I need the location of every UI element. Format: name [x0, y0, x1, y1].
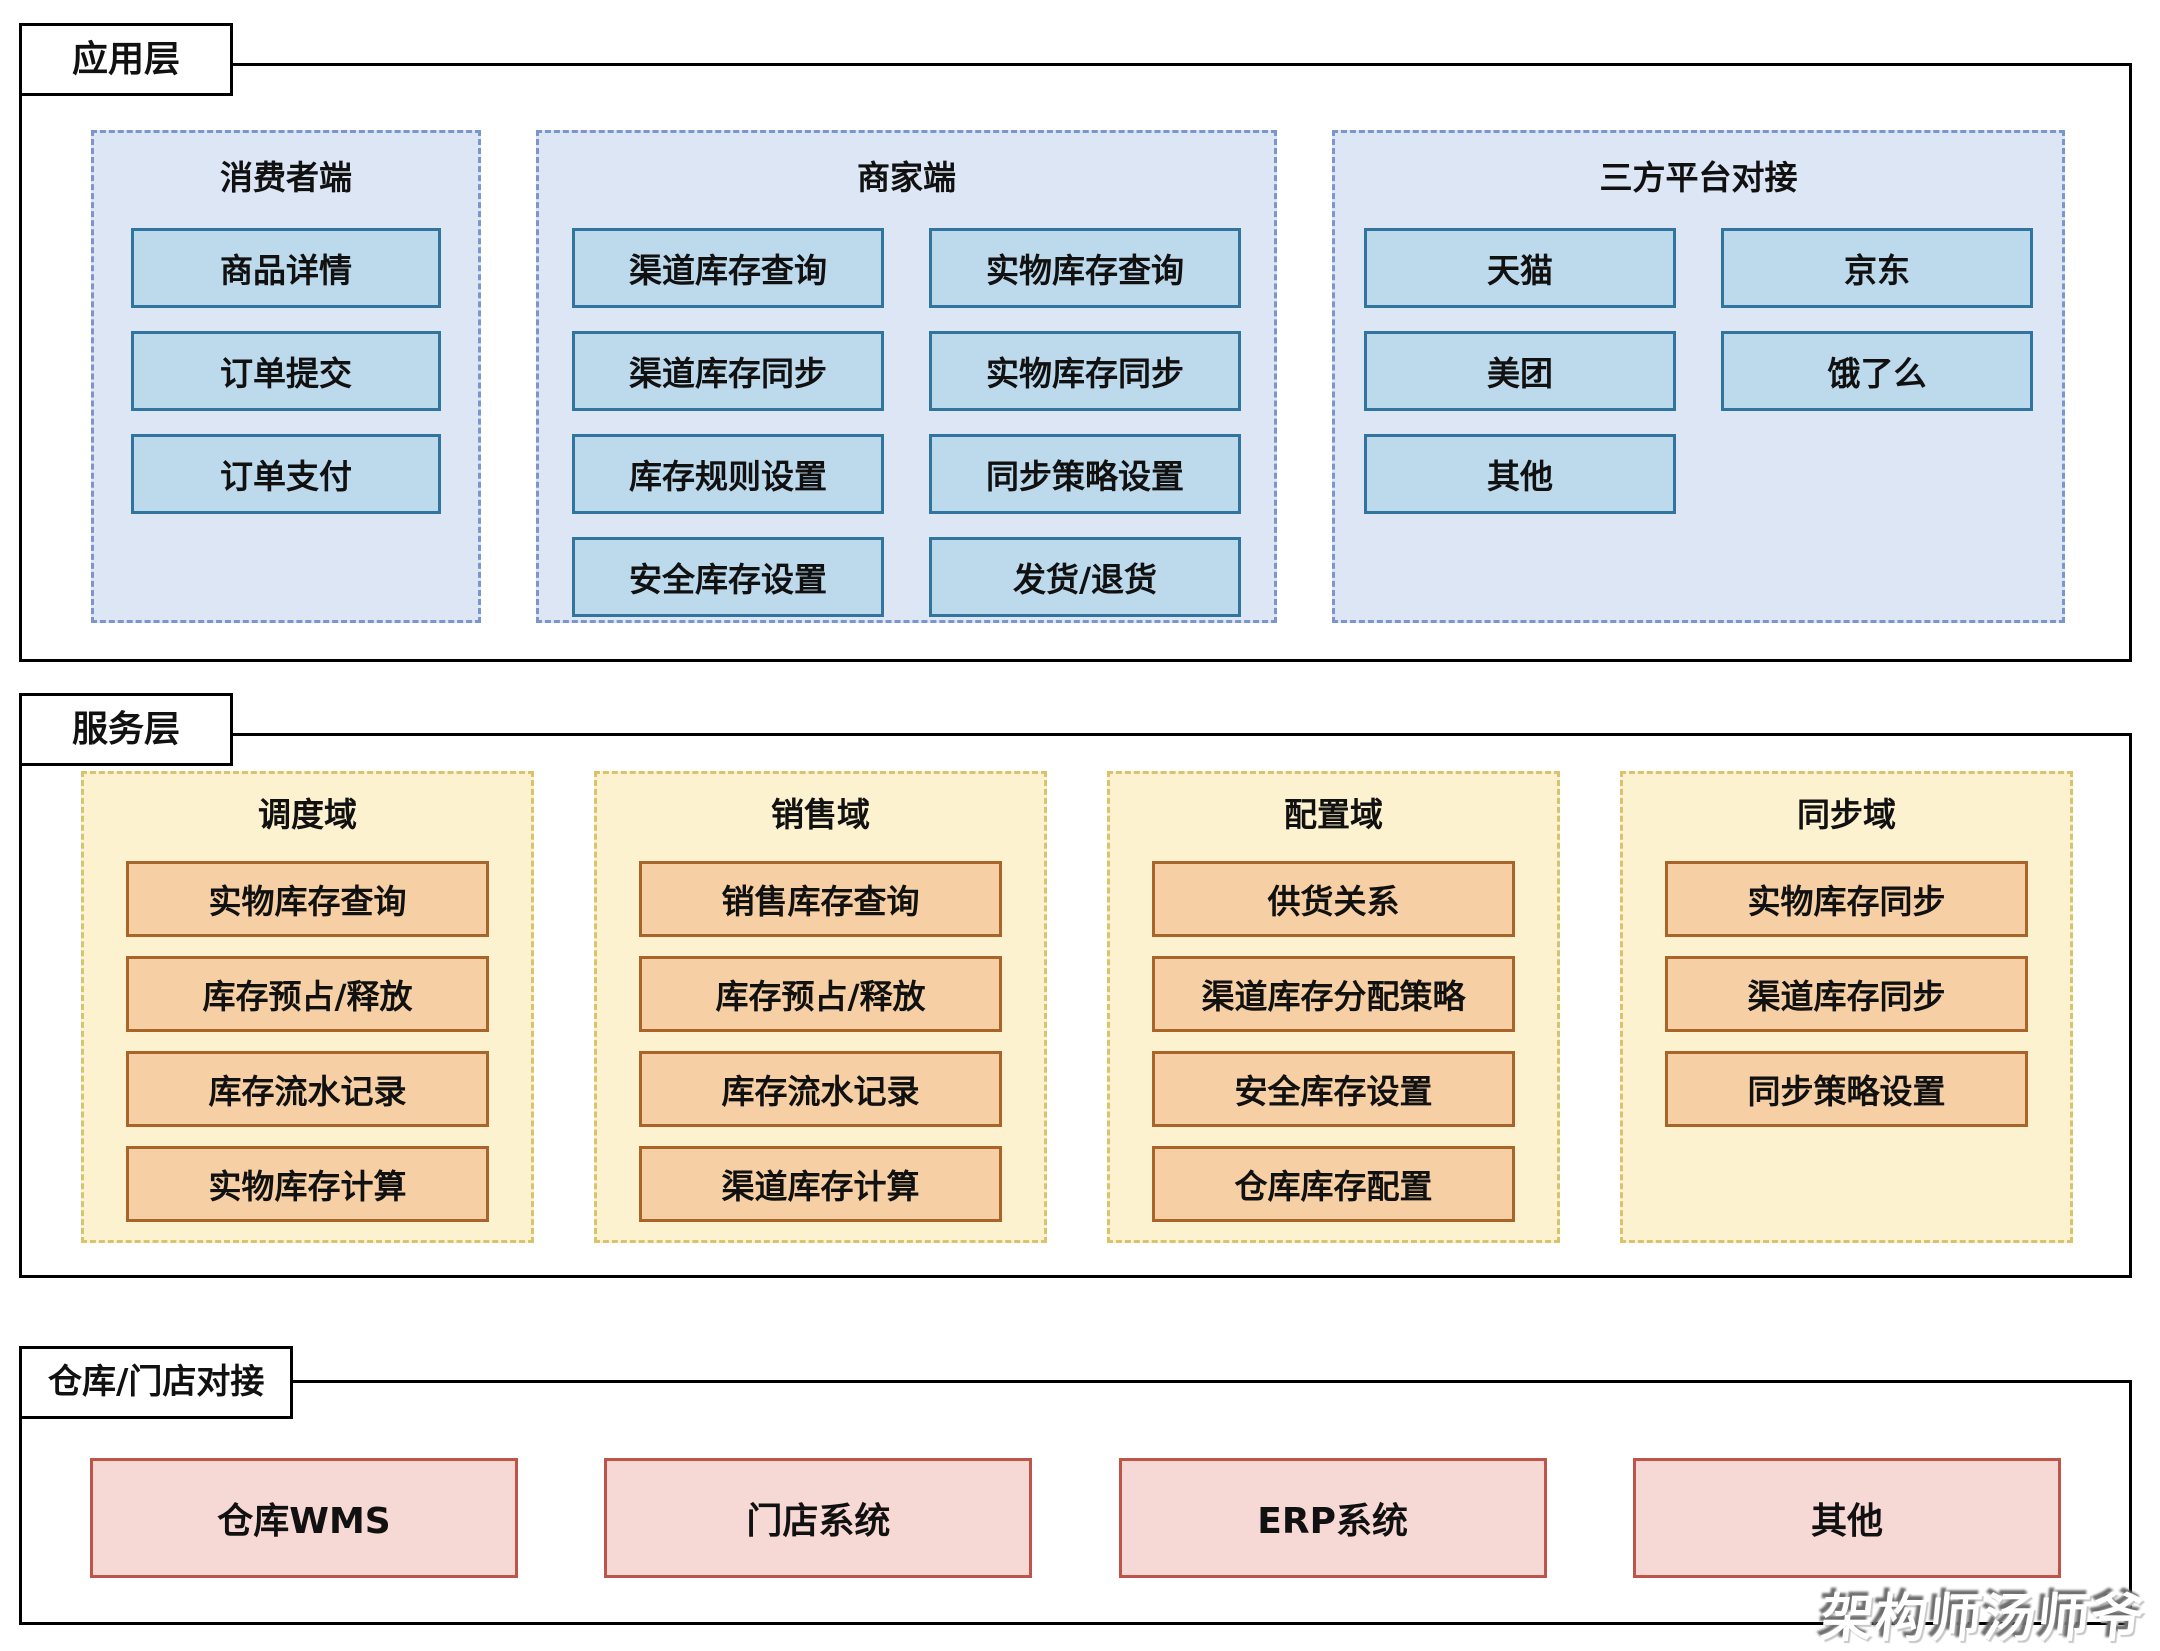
- other-system-box: 其他: [1632, 1458, 2061, 1578]
- diagram-box: 渠道库存分配策略: [1152, 956, 1515, 1032]
- diagram-box: 实物库存查询: [929, 228, 1241, 308]
- sales-domain-group: 销售域 销售库存查询 库存预占/释放 库存流水记录 渠道库存计算: [594, 771, 1047, 1243]
- consumer-group-boxes: 商品详情 订单提交 订单支付: [94, 228, 478, 514]
- sales-domain-boxes: 销售库存查询 库存预占/释放 库存流水记录 渠道库存计算: [597, 861, 1044, 1222]
- diagram-box: 商品详情: [131, 228, 441, 308]
- diagram-box: 安全库存设置: [1152, 1051, 1515, 1127]
- merchant-group-boxes: 渠道库存查询 实物库存查询 渠道库存同步 实物库存同步 库存规则设置 同步策略设…: [539, 228, 1274, 617]
- service-layer-groups: 调度域 实物库存查询 库存预占/释放 库存流水记录 实物库存计算 销售域 销售库…: [81, 771, 2073, 1243]
- merchant-group-title: 商家端: [857, 158, 956, 197]
- service-layer-title: 服务层: [72, 709, 181, 750]
- diagram-box: 库存预占/释放: [639, 956, 1002, 1032]
- sync-domain-title: 同步域: [1797, 795, 1896, 834]
- diagram-box: 同步策略设置: [929, 434, 1241, 514]
- erp-system-box: ERP系统: [1118, 1458, 1547, 1578]
- diagram-box: 饿了么: [1721, 331, 2033, 411]
- service-layer-tab: 服务层: [19, 693, 234, 766]
- diagram-box: 天猫: [1364, 228, 1676, 308]
- store-system-box: 门店系统: [604, 1458, 1033, 1578]
- dispatch-domain-title: 调度域: [258, 795, 357, 834]
- dispatch-domain-boxes: 实物库存查询 库存预占/释放 库存流水记录 实物库存计算: [84, 861, 531, 1222]
- diagram-box: 实物库存计算: [126, 1146, 489, 1222]
- watermark: 架构师汤师爷: [1818, 1589, 2149, 1649]
- application-layer-groups: 消费者端 商品详情 订单提交 订单支付 商家端 渠道库存查询 实物库存查询 渠道…: [91, 130, 2065, 623]
- warehouse-layer-section: 仓库/门店对接 仓库WMS 门店系统 ERP系统 其他: [19, 1346, 2132, 1625]
- merchant-group: 商家端 渠道库存查询 实物库存查询 渠道库存同步 实物库存同步 库存规则设置 同…: [536, 130, 1277, 623]
- diagram-box: 其他: [1364, 434, 1676, 514]
- application-layer-section: 应用层 消费者端 商品详情 订单提交 订单支付 商家端 渠道库存查询 实物库存查…: [19, 23, 2132, 662]
- sync-domain-group: 同步域 实物库存同步 渠道库存同步 同步策略设置: [1620, 771, 2073, 1243]
- diagram-box: 仓库库存配置: [1152, 1146, 1515, 1222]
- third-party-group: 三方平台对接 天猫 京东 美团 饿了么 其他: [1332, 130, 2065, 623]
- config-domain-group: 配置域 供货关系 渠道库存分配策略 安全库存设置 仓库库存配置: [1107, 771, 1560, 1243]
- third-party-group-title: 三方平台对接: [1599, 158, 1798, 197]
- diagram-box: 库存规则设置: [572, 434, 884, 514]
- third-party-group-boxes: 天猫 京东 美团 饿了么 其他: [1335, 228, 2062, 514]
- consumer-group: 消费者端 商品详情 订单提交 订单支付: [91, 130, 481, 623]
- diagram-box: 安全库存设置: [572, 537, 884, 617]
- diagram-box: 渠道库存查询: [572, 228, 884, 308]
- wms-box: 仓库WMS: [90, 1458, 518, 1578]
- consumer-group-title: 消费者端: [220, 158, 352, 197]
- diagram-box: 渠道库存计算: [639, 1146, 1002, 1222]
- dispatch-domain-group: 调度域 实物库存查询 库存预占/释放 库存流水记录 实物库存计算: [81, 771, 534, 1243]
- warehouse-layer-boxes: 仓库WMS 门店系统 ERP系统 其他: [22, 1458, 2129, 1578]
- diagram-box: 销售库存查询: [639, 861, 1002, 937]
- application-layer-tab: 应用层: [19, 23, 234, 96]
- diagram-box: 供货关系: [1152, 861, 1515, 937]
- diagram-box: 实物库存查询: [126, 861, 489, 937]
- diagram-box: 库存流水记录: [639, 1051, 1002, 1127]
- diagram-box: 库存流水记录: [126, 1051, 489, 1127]
- diagram-box: 库存预占/释放: [126, 956, 489, 1032]
- application-layer-title: 应用层: [72, 39, 181, 80]
- sync-domain-boxes: 实物库存同步 渠道库存同步 同步策略设置: [1623, 861, 2070, 1127]
- config-domain-boxes: 供货关系 渠道库存分配策略 安全库存设置 仓库库存配置: [1110, 861, 1557, 1222]
- warehouse-layer-title: 仓库/门店对接: [48, 1362, 265, 1402]
- diagram-box: 发货/退货: [929, 537, 1241, 617]
- diagram-box: 订单支付: [131, 434, 441, 514]
- config-domain-title: 配置域: [1284, 795, 1383, 834]
- diagram-box: 美团: [1364, 331, 1676, 411]
- diagram-box: 渠道库存同步: [1665, 956, 2028, 1032]
- diagram-box: 实物库存同步: [1665, 861, 2028, 937]
- diagram-box: 渠道库存同步: [572, 331, 884, 411]
- diagram-box: 实物库存同步: [929, 331, 1241, 411]
- diagram-box: 订单提交: [131, 331, 441, 411]
- warehouse-layer-tab: 仓库/门店对接: [19, 1346, 294, 1419]
- sales-domain-title: 销售域: [771, 795, 870, 834]
- diagram-box: 同步策略设置: [1665, 1051, 2028, 1127]
- service-layer-section: 服务层 调度域 实物库存查询 库存预占/释放 库存流水记录 实物库存计算 销售域…: [19, 693, 2132, 1278]
- diagram-box: 京东: [1721, 228, 2033, 308]
